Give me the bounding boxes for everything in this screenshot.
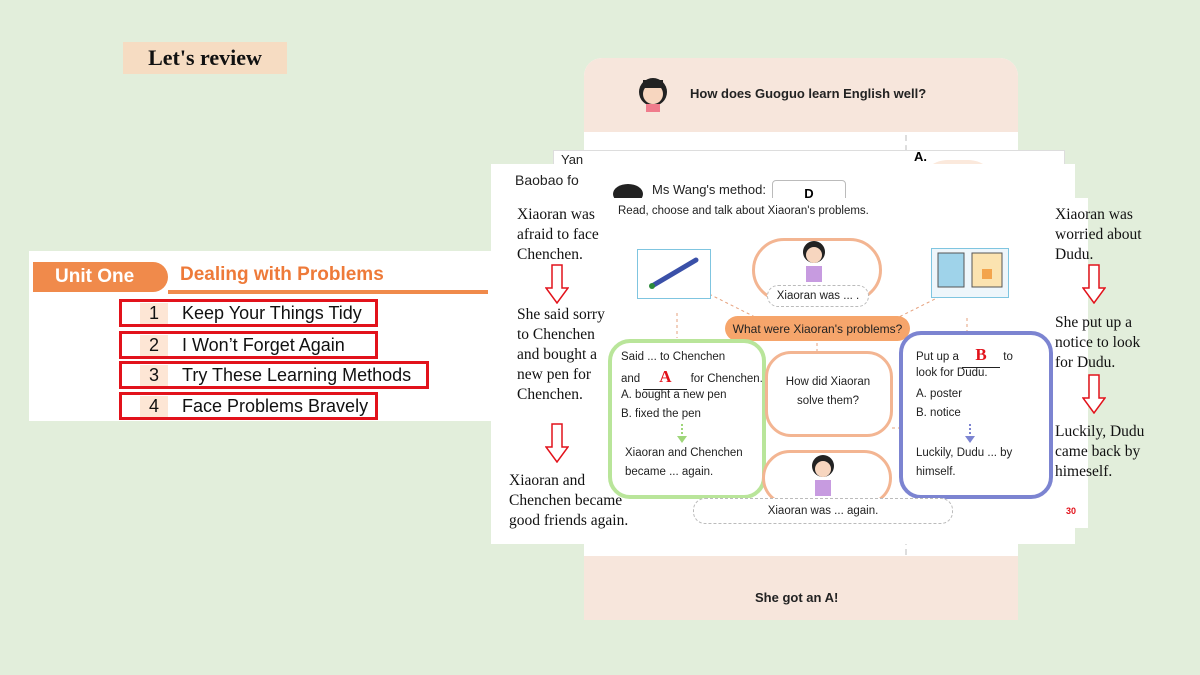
pen-icon xyxy=(649,257,699,289)
lesson-title: Keep Your Things Tidy xyxy=(182,302,362,323)
arrow-down-icon xyxy=(677,424,687,443)
box2-result: Luckily, Dudu ... by himself. xyxy=(916,447,1013,478)
xiaoran-avatar-icon xyxy=(803,241,825,282)
xiaoran-state-label: Xiaoran was ... . xyxy=(767,285,869,307)
story-left-2: She said sorry to Chenchen and bought a … xyxy=(517,306,605,403)
arrow-down-icon xyxy=(1082,264,1106,304)
unit-heading: Dealing with Problems xyxy=(180,264,384,285)
box1-option-b: B. fixed the pen xyxy=(621,408,701,420)
guoguo-question: How does Guoguo learn English well? xyxy=(690,86,927,101)
lesson-number: 3 xyxy=(140,364,168,386)
unit-divider xyxy=(168,290,488,294)
window-icon xyxy=(937,252,1003,288)
answer-b: B xyxy=(975,345,987,364)
guoguo-card-footer xyxy=(584,556,1018,620)
box1-line2-pre: and xyxy=(621,373,641,385)
xiaoran-avatar-icon xyxy=(812,455,834,496)
lesson-item-1[interactable]: 1 Keep Your Things Tidy xyxy=(119,299,378,327)
window-illustration xyxy=(931,248,1009,298)
publisher-logo: 30 xyxy=(1066,506,1077,516)
story-right-2: She put up a notice to look for Dudu. xyxy=(1055,314,1141,371)
arrow-down-icon xyxy=(965,424,975,443)
lesson-item-3[interactable]: 3 Try These Learning Methods xyxy=(119,361,429,389)
problem-box-2 xyxy=(899,331,1053,499)
box2-line1-post: to xyxy=(1003,351,1013,363)
box1-line2: and A for Chenchen. xyxy=(621,367,763,390)
lesson-number: 1 xyxy=(140,302,168,324)
box2-line1: Put up a B to xyxy=(916,345,1013,368)
lesson-title: Face Problems Bravely xyxy=(182,395,369,416)
story-right-3: Luckily, Dudu came back by himeself. xyxy=(1055,423,1145,480)
arrow-down-icon xyxy=(545,423,569,463)
story-left-1: Xiaoran was afraid to face Chenchen. xyxy=(517,206,599,263)
box1-line2-post: for Chenchen. xyxy=(690,373,763,385)
card-text: Yan xyxy=(561,152,584,167)
lesson-title: I Won’t Forget Again xyxy=(182,334,345,355)
box1-line1: Said ... to Chenchen xyxy=(621,351,726,363)
box2-option-b: B. notice xyxy=(916,407,961,419)
card-text: Baobao fo xyxy=(515,172,579,188)
xiaoran-result-label: Xiaoran was ... again. xyxy=(693,498,953,524)
lesson-number: 4 xyxy=(140,395,168,417)
hair-icon xyxy=(613,184,643,200)
box2-line2: look for Dudu. xyxy=(916,367,988,379)
option-letter: A. xyxy=(914,149,927,164)
instruction: Read, choose and talk about Xiaoran's pr… xyxy=(618,205,869,217)
answer-a: A xyxy=(659,367,672,386)
box1-result: Xiaoran and Chenchen became ... again. xyxy=(625,447,743,478)
unit-tab: Unit One xyxy=(33,262,168,292)
central-question: What were Xiaoran's problems? xyxy=(725,316,910,341)
footer-text: She got an A! xyxy=(755,590,839,605)
page-title: Let's review xyxy=(123,42,287,74)
solve-question: How did Xiaoran solve them? xyxy=(785,376,871,407)
box2-option-a: A. poster xyxy=(916,388,963,400)
problem-box-1 xyxy=(608,339,766,499)
lesson-number: 2 xyxy=(140,334,168,356)
arrow-down-icon xyxy=(545,264,569,304)
arrow-down-icon xyxy=(1082,374,1106,414)
box2-line1-pre: Put up a xyxy=(916,351,959,363)
mswang-label: Ms Wang's method: xyxy=(652,182,766,197)
lesson-item-2[interactable]: 2 I Won’t Forget Again xyxy=(119,331,378,359)
story-left-3: Xiaoran and Chenchen became good friends… xyxy=(509,472,629,529)
solve-question-box xyxy=(765,351,893,437)
box1-option-a: A. bought a new pen xyxy=(621,389,727,401)
lesson-item-4[interactable]: 4 Face Problems Bravely xyxy=(119,392,378,420)
girl-avatar-icon xyxy=(639,78,667,112)
lesson-title: Try These Learning Methods xyxy=(182,364,412,385)
pen-illustration xyxy=(637,249,711,299)
story-right-1: Xiaoran was worried about Dudu. xyxy=(1055,206,1142,263)
